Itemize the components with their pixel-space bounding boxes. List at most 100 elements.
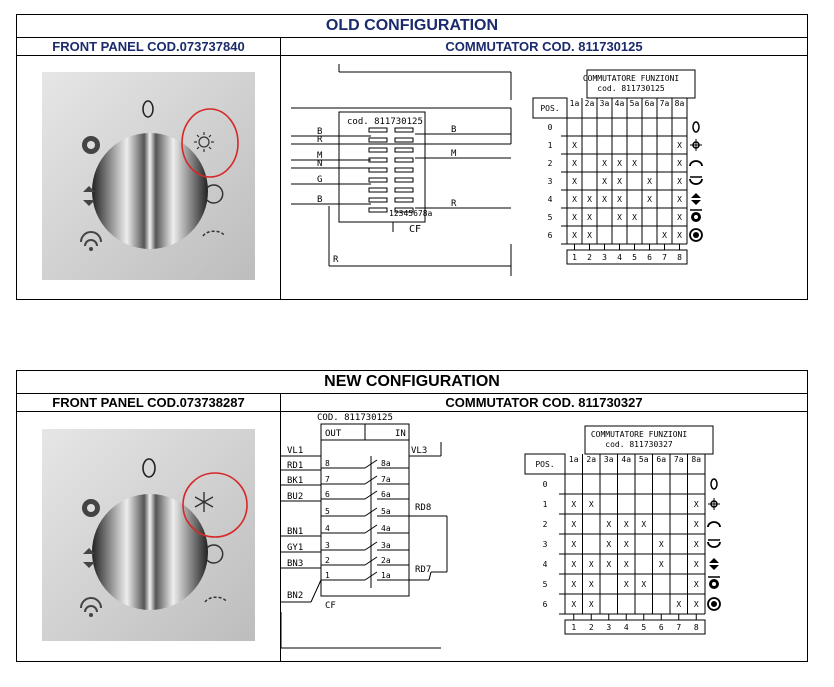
bottom-number: 8	[694, 623, 699, 632]
mark-x: X	[676, 600, 681, 609]
wire-label-left: B	[317, 127, 322, 137]
fan-ring-icon	[80, 597, 102, 617]
switch-contact	[368, 177, 388, 183]
old-front-panel-code: FRONT PANEL COD.073737840	[17, 38, 281, 55]
sun-icon	[708, 498, 720, 510]
mark-x: X	[694, 520, 699, 529]
column-header: 6a	[656, 455, 666, 464]
switch-contact	[368, 167, 388, 173]
mark-x: X	[587, 231, 592, 240]
wire-label-left: BN1	[287, 527, 303, 537]
bottom-number: 4	[624, 623, 629, 632]
wire-label-right: VL3	[411, 446, 427, 456]
fan-ring-icon	[80, 231, 102, 251]
fan-ring-icon	[689, 228, 703, 242]
pos-header: POS.	[540, 104, 559, 113]
column-header: 2a	[585, 99, 595, 108]
column-header: 1a	[570, 99, 580, 108]
cf-label: CF	[409, 224, 421, 235]
snowflake-icon	[194, 492, 214, 512]
terminal-number: 4	[325, 524, 330, 533]
fan-grill-icon	[82, 136, 100, 154]
fan-top-bottom-icon	[709, 558, 719, 570]
lamp-icon	[142, 100, 154, 118]
mark-x: X	[571, 600, 576, 609]
top-heat-icon	[206, 544, 224, 564]
pos-number: 0	[548, 123, 553, 132]
mark-x: X	[602, 159, 607, 168]
mark-x: X	[606, 560, 611, 569]
mark-x: X	[694, 580, 699, 589]
wire	[310, 579, 322, 603]
mark-x: X	[694, 600, 699, 609]
mark-x: X	[694, 540, 699, 549]
contact-label: 6a	[381, 490, 391, 499]
contact-label: 2a	[381, 556, 391, 565]
column-header: 7a	[674, 455, 684, 464]
fan-top-bottom-icon	[691, 193, 701, 205]
table-header-code: cod. 811730125	[597, 84, 665, 93]
switch-contact	[394, 137, 414, 143]
table-header-title: COMMUTATORE FUNZIONI	[583, 74, 680, 83]
column-header: 6a	[645, 99, 655, 108]
bottom-number: 3	[606, 623, 611, 632]
old-knob[interactable]	[92, 133, 208, 249]
bottom-number: 1	[571, 623, 576, 632]
mark-x: X	[677, 159, 682, 168]
new-configuration-title: NEW CONFIGURATION	[17, 371, 807, 394]
wire-label-left: GY1	[287, 543, 303, 553]
column-header: 3a	[600, 99, 610, 108]
cf-label: CF	[325, 601, 336, 611]
contact-label: 4a	[381, 524, 391, 533]
fan-grill-icon	[708, 576, 720, 589]
new-knob[interactable]	[92, 494, 208, 610]
wire-label-right: M	[451, 149, 457, 159]
mark-x: X	[624, 560, 629, 569]
contact-label: 8a	[381, 459, 391, 468]
column-header: 7a	[660, 99, 670, 108]
new-knob-panel	[42, 429, 255, 641]
wire-label-right: R	[451, 199, 457, 209]
commutator-code: cod. 811730125	[347, 117, 423, 127]
terminal-number: 3	[325, 541, 330, 550]
mark-x: X	[659, 540, 664, 549]
column-header: 3a	[604, 455, 614, 464]
switch-contact	[394, 197, 414, 203]
mark-x: X	[572, 141, 577, 150]
top-heat-icon	[689, 160, 703, 167]
pos-number: 5	[543, 580, 548, 589]
wire-label-left: N	[317, 159, 322, 169]
mark-x: X	[617, 159, 622, 168]
contact-label: 3a	[381, 541, 391, 550]
bottom-number: 4	[617, 253, 622, 262]
switch-contact	[368, 147, 388, 153]
switch-contact	[368, 157, 388, 163]
contact-label: 5a	[381, 507, 391, 516]
fan-top-bottom-icon	[83, 548, 95, 568]
pos-number: 3	[543, 540, 548, 549]
bottom-number: 6	[659, 623, 664, 632]
bottom-heat-icon	[204, 596, 228, 603]
switch-contact	[368, 197, 388, 203]
fan-grill-icon	[690, 209, 702, 222]
mark-x: X	[677, 195, 682, 204]
bottom-heat-icon	[689, 176, 703, 185]
terminal-number: 5	[325, 507, 330, 516]
terminal-number: 7	[325, 475, 330, 484]
bottom-number-box	[564, 619, 706, 635]
fan-top-bottom-icon	[83, 186, 95, 206]
bottom-number: 2	[589, 623, 594, 632]
wire-label-right: B	[451, 125, 456, 135]
new-front-panel-code: FRONT PANEL COD.073738287	[17, 394, 281, 411]
mark-x: X	[694, 560, 699, 569]
bottom-number: 8	[677, 253, 682, 262]
bottom-number: 7	[676, 623, 681, 632]
old-configuration-section: OLD CONFIGURATION FRONT PANEL COD.073737…	[16, 14, 808, 300]
mark-x: X	[677, 177, 682, 186]
wire-label-bottom: R	[333, 255, 339, 265]
mark-x: X	[589, 600, 594, 609]
top-heat-icon	[206, 184, 224, 204]
bottom-number: 7	[662, 253, 667, 262]
